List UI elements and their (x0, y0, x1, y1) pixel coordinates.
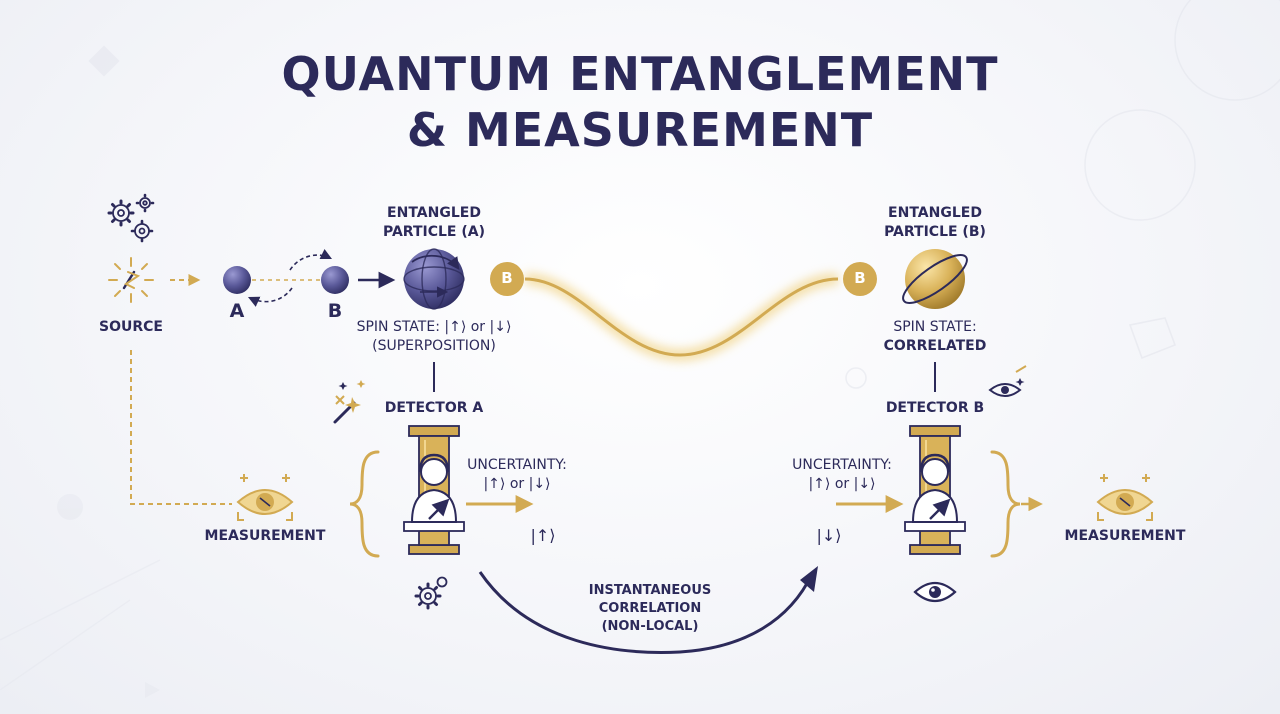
badge-right (843, 262, 877, 296)
eye-icon-small (988, 365, 1027, 397)
particle-a-title-line1: ENTANGLED (387, 205, 481, 221)
background-decoration (0, 0, 1280, 698)
source-burst-icon (108, 257, 154, 303)
detector-a-label: DETECTOR A (384, 400, 484, 416)
measurement-left-label: MEASUREMENT (204, 528, 326, 544)
gears-icon (107, 193, 155, 243)
measurement-right-label: MEASUREMENT (1064, 528, 1186, 544)
detector-b-label: DETECTOR B (885, 400, 985, 416)
page-title-line2: & MEASUREMENT (406, 103, 874, 157)
particle-a-spin-state: SPIN STATE: |↑⟩ or |↓⟩ (356, 319, 512, 335)
brace-right (990, 450, 1021, 558)
gear-icon (414, 576, 448, 610)
detector-a-uncertainty-states: |↑⟩ or |↓⟩ (483, 476, 551, 492)
measurement-eye-icon-right (1096, 474, 1154, 521)
badge-left-letter: B (501, 269, 513, 287)
small-particle-a (223, 266, 251, 294)
particle-b-correlated: CORRELATED (883, 338, 987, 354)
entanglement-wave (524, 277, 839, 357)
swap-arrow-bottom (247, 287, 293, 307)
source-label: SOURCE (99, 319, 163, 335)
correlation-line2: CORRELATION (598, 601, 702, 616)
detector-b-result: |↓⟩ (816, 526, 842, 545)
brace-left (349, 450, 380, 558)
small-particle-b (321, 266, 349, 294)
source-to-measurement-path (130, 350, 232, 505)
particle-b-spin-state: SPIN STATE: (893, 319, 977, 335)
detector-b-uncertainty: UNCERTAINTY: (792, 457, 892, 473)
particle-a-superposition: (SUPERPOSITION) (372, 338, 496, 354)
correlation-line3: (NON-LOCAL) (601, 619, 699, 634)
eye-icon (913, 581, 957, 603)
pair-label-b: B (327, 300, 343, 322)
pair-label-a: A (229, 300, 245, 322)
correlation-arc (478, 571, 814, 654)
page-title-line1: QUANTUM ENTANGLEMENT (281, 47, 999, 101)
swap-arrow-top (289, 248, 333, 271)
entanglement-wave-glow (524, 273, 839, 362)
entangled-particle-a-sphere (403, 248, 465, 310)
correlation-line1: INSTANTANEOUS (588, 583, 712, 598)
particle-a-title-line2: PARTICLE (A) (383, 224, 485, 240)
badge-right-letter: B (854, 269, 866, 287)
badge-left (490, 262, 524, 296)
particle-b-title-line1: ENTANGLED (888, 205, 982, 221)
magic-wand-icon (333, 380, 366, 424)
detector-a-uncertainty: UNCERTAINTY: (467, 457, 567, 473)
detector-a-result: |↑⟩ (530, 526, 556, 545)
person-at-detector-icon (410, 453, 458, 523)
entangled-particle-b-sphere (902, 249, 968, 309)
particle-b-title-line2: PARTICLE (B) (884, 224, 986, 240)
measurement-eye-icon-left (236, 474, 294, 521)
person-at-detector-b-icon (911, 453, 959, 523)
correlation-arc-arrowhead (800, 566, 818, 592)
detector-b-uncertainty-states: |↑⟩ or |↓⟩ (808, 476, 876, 492)
